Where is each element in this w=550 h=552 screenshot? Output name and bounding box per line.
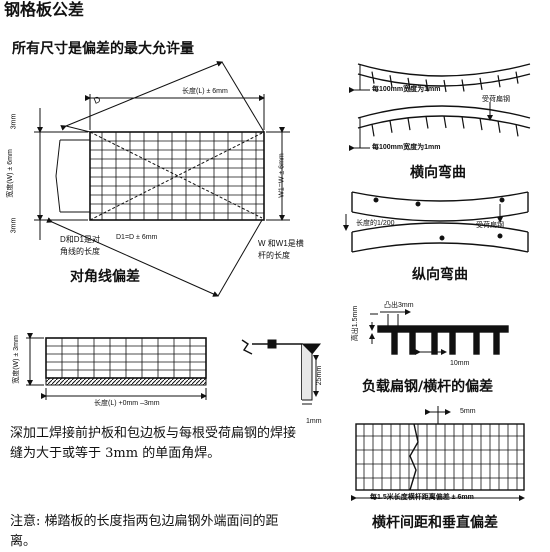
weld-length-label: 长度(L) +0mm –3mm (94, 400, 160, 407)
crossbar-per1500: 每1.5米长度横杆距离偏差 ± 6mm (370, 494, 474, 501)
longitudinal-loaded: 受荷扁钢 (476, 222, 504, 229)
crossbar-mm5: 5mm (460, 408, 476, 415)
lateral-bending (349, 63, 531, 151)
length-label: 长度(L) ± 6mm (182, 88, 228, 95)
page-title: 钢格板公差 (4, 0, 85, 19)
bearing-caption: 负载扁钢/横杆的偏差 (362, 379, 494, 395)
note-text: 注意: 梯踏板的长度指两包边扁钢外端面间的距离。 (10, 514, 279, 550)
weld-hatch (45, 377, 207, 386)
w-desc-label: W 和W1是横 杆的长度 (258, 239, 304, 260)
lateral-loaded: 受荷扁钢 (482, 96, 510, 103)
mm1-label: 1mm (306, 418, 322, 425)
longitudinal-len: 长度的1/200 (356, 220, 395, 227)
page-subtitle: 所有尺寸是偏差的最大允许量 (12, 41, 194, 57)
width-left-label: 宽度(W) ± 6mm (6, 149, 14, 198)
bearing-bar-diagram (369, 309, 509, 355)
lateral-per100-bot: 每100mm宽度为1mm (372, 144, 441, 151)
weld-text: 深加工焊接前护板和包边板与每根受荷扁钢的焊接缝为大于或等于 3mm 的单面角焊。 (10, 426, 297, 462)
d-tol-label: D1=D ± 6mm (116, 234, 158, 241)
grating-grid (90, 132, 264, 220)
diagonal-caption: 对角线偏差 (70, 269, 140, 285)
crossbar-diagram (351, 406, 525, 501)
bearing-height: 高出1.5mm (352, 305, 360, 342)
diagonal-diagram (34, 61, 290, 297)
weld-grid (46, 338, 206, 378)
weld-width-label: 宽度(W) ± 3mm (12, 335, 20, 384)
d-desc-label: D和D1是对 角线的长度 (60, 235, 101, 256)
mm3-top-label: 3mm (10, 113, 18, 130)
bearing-proj: 凸出3mm (384, 302, 414, 309)
mm25-label: 25mm (316, 365, 324, 386)
crossbar-caption: 横杆间距和垂直偏差 (372, 515, 498, 531)
width-right-label: W1=W ± 6mm (278, 153, 286, 198)
longitudinal-caption: 纵向弯曲 (412, 267, 468, 283)
lateral-per100-top: 每100mm宽度为1mm (372, 86, 441, 93)
weld-diagram (26, 333, 322, 405)
lateral-caption: 横向弯曲 (410, 165, 466, 181)
mm3-bot-label: 3mm (10, 217, 18, 234)
bearing-mm10: 10mm (450, 360, 470, 367)
longitudinal-bending (343, 191, 529, 253)
